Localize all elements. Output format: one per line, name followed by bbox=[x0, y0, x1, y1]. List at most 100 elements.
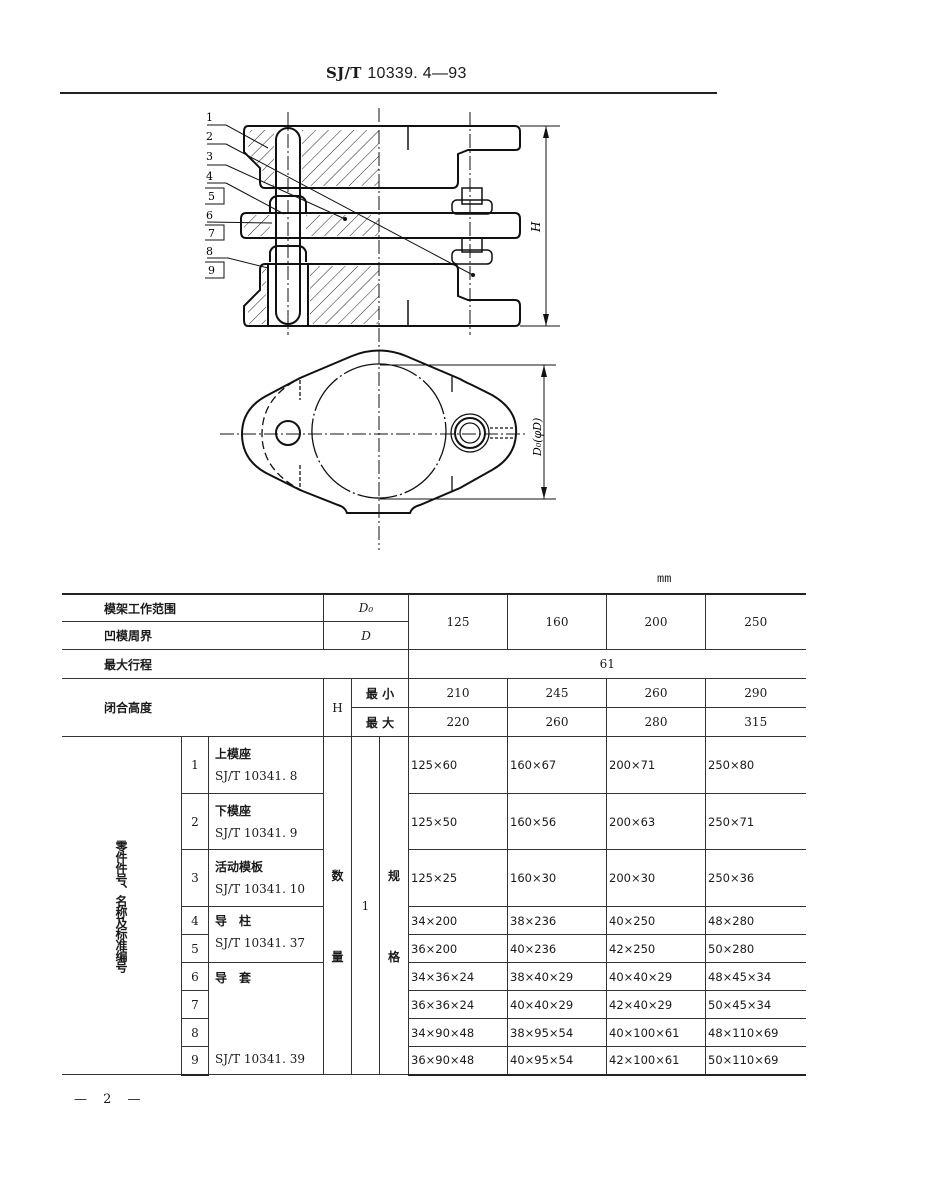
part-6-size-200: 40×40×29 bbox=[606, 962, 706, 991]
part-7-size-160: 40×40×29 bbox=[507, 990, 607, 1019]
part-name-cell: 上模座 SJ/T 10341. 8 bbox=[208, 736, 324, 794]
part-name-cell: 导 柱 SJ/T 10341. 37 bbox=[208, 906, 324, 963]
size-250: 250 bbox=[705, 593, 806, 650]
work-range-symbol: D₀ bbox=[323, 593, 409, 622]
parts-side-label-cell: 零件件号、名称及标准编号 bbox=[62, 736, 182, 1075]
part-2-size-250: 250×71 bbox=[705, 793, 806, 850]
svg-text:D₀(φD): D₀(φD) bbox=[531, 418, 544, 457]
part-4-size-160: 38×236 bbox=[507, 906, 607, 935]
closed-height-min-250: 290 bbox=[705, 678, 806, 708]
closed-height-symbol: H bbox=[323, 678, 352, 737]
max-stroke-label: 最大行程 bbox=[62, 649, 409, 679]
part-number: 3 bbox=[181, 849, 209, 907]
die-set-spec-table: 模架工作范围 D₀ 125 160 200 250 凹模周界 D 最大行程 61… bbox=[62, 593, 806, 1076]
svg-text:9: 9 bbox=[208, 264, 215, 277]
svg-text:6: 6 bbox=[206, 209, 213, 222]
part-number: 6 bbox=[181, 962, 209, 991]
part-3-size-200: 200×30 bbox=[606, 849, 706, 907]
part-8-size-250: 48×110×69 bbox=[705, 1018, 806, 1047]
part-standard: SJ/T 10341. 10 bbox=[215, 882, 305, 896]
part-8-size-160: 38×95×54 bbox=[507, 1018, 607, 1047]
part-4-size-250: 48×280 bbox=[705, 906, 806, 935]
die-set-drawing: 1 2 3 4 5 6 7 8 9 H D₀(φD) bbox=[205, 108, 560, 550]
table-row: 9 36×90×48 40×95×54 42×100×61 50×110×69 bbox=[62, 1046, 806, 1076]
svg-text:3: 3 bbox=[206, 150, 213, 163]
part-number: 2 bbox=[181, 793, 209, 850]
closed-height-min-160: 245 bbox=[507, 678, 607, 708]
svg-text:H: H bbox=[529, 221, 543, 233]
part-8-size-125: 34×90×48 bbox=[408, 1018, 508, 1047]
part-name: 活动模板 bbox=[215, 860, 264, 874]
part-number: 8 bbox=[181, 1018, 209, 1047]
part-1-size-250: 250×80 bbox=[705, 736, 806, 794]
closed-height-label: 闭合高度 bbox=[62, 678, 324, 737]
part-name-cell: 下模座 SJ/T 10341. 9 bbox=[208, 793, 324, 850]
part-number: 1 bbox=[181, 736, 209, 794]
closed-height-min-125: 210 bbox=[408, 678, 508, 708]
quantity-label-cell: 数 量 bbox=[323, 736, 352, 1075]
parts-side-label: 零件件号、名称及标准编号 bbox=[114, 839, 128, 972]
table-row: 5 36×200 40×236 42×250 50×280 bbox=[62, 934, 806, 963]
spec-label-bottom: 格 bbox=[387, 949, 400, 964]
closed-height-max-160: 260 bbox=[507, 707, 607, 737]
standard-number: 10339. 4—93 bbox=[367, 65, 467, 82]
standard-prefix: SJ/T bbox=[326, 64, 362, 82]
die-perimeter-symbol: D bbox=[323, 621, 409, 650]
work-range-label: 模架工作范围 bbox=[62, 593, 324, 622]
closed-height-max-label: 最 大 bbox=[351, 707, 409, 737]
part-9-size-250: 50×110×69 bbox=[705, 1046, 806, 1076]
svg-text:7: 7 bbox=[208, 227, 215, 240]
closed-height-min-label: 最 小 bbox=[351, 678, 409, 708]
header-rule bbox=[60, 92, 717, 94]
part-1-size-200: 200×71 bbox=[606, 736, 706, 794]
part-3-size-250: 250×36 bbox=[705, 849, 806, 907]
part-7-size-200: 42×40×29 bbox=[606, 990, 706, 1019]
quantity-label-top: 数 bbox=[331, 868, 344, 883]
part-7-size-125: 36×36×24 bbox=[408, 990, 508, 1019]
table-row: 3 活动模板 SJ/T 10341. 10 125×25 160×30 200×… bbox=[62, 849, 806, 907]
part-6-size-125: 34×36×24 bbox=[408, 962, 508, 991]
part-4-size-200: 40×250 bbox=[606, 906, 706, 935]
table-row: 7 36×36×24 40×40×29 42×40×29 50×45×34 bbox=[62, 990, 806, 1019]
document-standard-number: SJ/T 10339. 4—93 bbox=[326, 64, 467, 83]
part-1-size-125: 125×60 bbox=[408, 736, 508, 794]
part-9-size-125: 36×90×48 bbox=[408, 1046, 508, 1076]
part-standard: SJ/T 10341. 39 bbox=[215, 1052, 305, 1066]
part-6-size-250: 48×45×34 bbox=[705, 962, 806, 991]
closed-height-max-250: 315 bbox=[705, 707, 806, 737]
quantity-value: 1 bbox=[351, 736, 380, 1075]
part-4-size-125: 34×200 bbox=[408, 906, 508, 935]
part-2-size-125: 125×50 bbox=[408, 793, 508, 850]
part-5-size-200: 42×250 bbox=[606, 934, 706, 963]
part-5-size-250: 50×280 bbox=[705, 934, 806, 963]
part-8-size-200: 40×100×61 bbox=[606, 1018, 706, 1047]
svg-text:1: 1 bbox=[206, 111, 213, 124]
part-name: 下模座 bbox=[215, 803, 252, 818]
table-row: 2 下模座 SJ/T 10341. 9 125×50 160×56 200×63… bbox=[62, 793, 806, 850]
part-1-size-160: 160×67 bbox=[507, 736, 607, 794]
part-name: 导 柱 bbox=[215, 914, 252, 928]
part-number: 9 bbox=[181, 1046, 209, 1076]
part-name: 上模座 bbox=[215, 747, 252, 761]
part-9-size-200: 42×100×61 bbox=[606, 1046, 706, 1076]
closed-height-min-200: 260 bbox=[606, 678, 706, 708]
unit-label: mm bbox=[657, 572, 672, 586]
size-200: 200 bbox=[606, 593, 706, 650]
part-number: 4 bbox=[181, 906, 209, 935]
part-5-size-160: 40×236 bbox=[507, 934, 607, 963]
part-3-size-160: 160×30 bbox=[507, 849, 607, 907]
part-standard: SJ/T 10341. 37 bbox=[215, 936, 305, 950]
part-number: 7 bbox=[181, 990, 209, 1019]
closed-height-max-125: 220 bbox=[408, 707, 508, 737]
svg-text:4: 4 bbox=[206, 170, 213, 183]
die-perimeter-label: 凹模周界 bbox=[62, 621, 324, 650]
closed-height-max-200: 280 bbox=[606, 707, 706, 737]
max-stroke-value: 61 bbox=[408, 649, 806, 679]
page-number: — 2 — bbox=[74, 1092, 147, 1107]
part-standard: SJ/T 10341. 8 bbox=[215, 769, 298, 783]
part-3-size-125: 125×25 bbox=[408, 849, 508, 907]
svg-text:8: 8 bbox=[206, 245, 213, 258]
part-2-size-160: 160×56 bbox=[507, 793, 607, 850]
svg-text:2: 2 bbox=[206, 130, 213, 143]
part-9-size-160: 40×95×54 bbox=[507, 1046, 607, 1076]
